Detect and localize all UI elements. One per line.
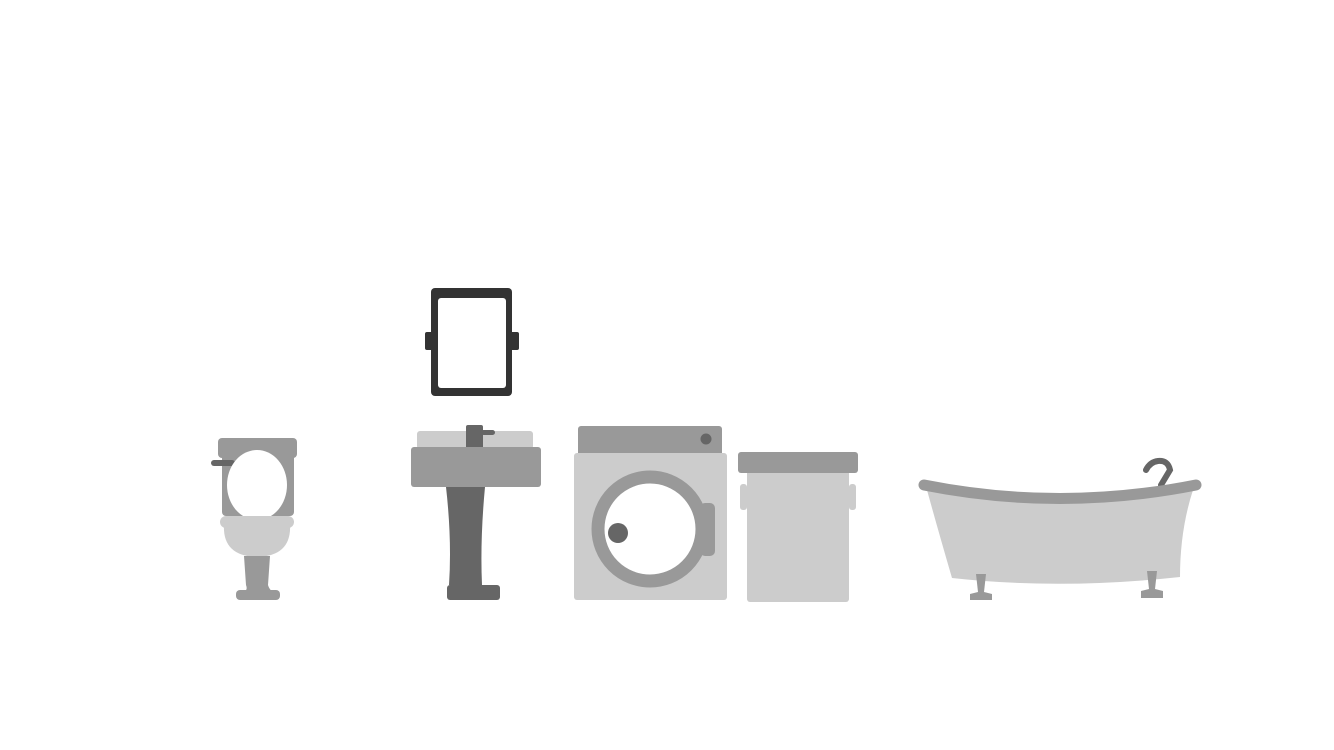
bathtub-icon xyxy=(918,457,1202,600)
sink-icon xyxy=(411,425,541,600)
mirror-icon xyxy=(425,288,519,396)
washing-machine-icon xyxy=(574,426,727,600)
hamper-icon xyxy=(738,452,858,602)
toilet-icon xyxy=(211,438,297,600)
